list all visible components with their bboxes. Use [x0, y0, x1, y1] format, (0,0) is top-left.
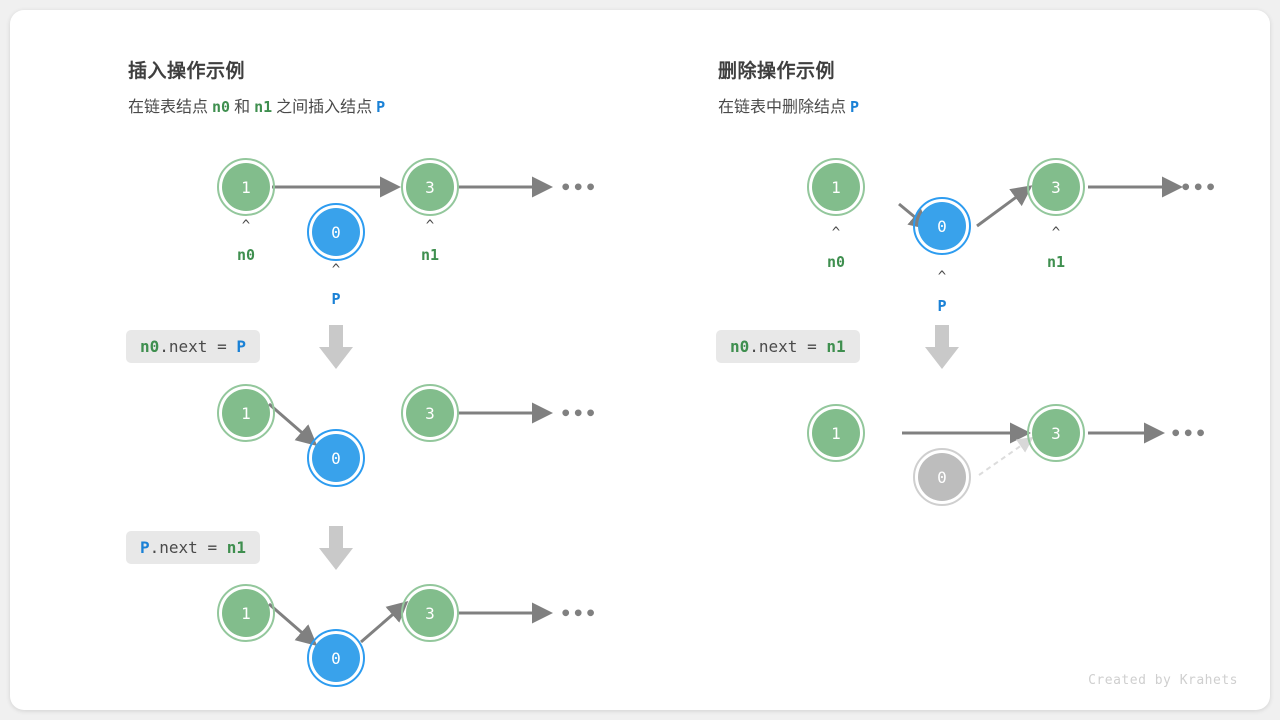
node-1-delete-step1: 1	[807, 158, 865, 216]
label-n0-delete-step1: n0	[826, 253, 846, 271]
code-badge-insert-2: P.next = n1	[126, 531, 260, 564]
code-token-a: n0	[730, 337, 750, 356]
node-value: 3	[425, 403, 435, 423]
code-token-c: n1	[226, 538, 246, 557]
node-deleted-delete-step2: 0	[913, 448, 971, 506]
node-1-insert-step2: 1	[217, 384, 275, 442]
code-token-c: P	[236, 337, 246, 356]
node-p-insert-step1: 0	[307, 203, 365, 261]
node-value: 3	[1051, 423, 1061, 443]
delete-panel-title: 删除操作示例	[718, 61, 836, 82]
insert-edges	[268, 176, 553, 646]
node-1-insert-step1: 1	[217, 158, 275, 216]
ellipsis-delete-step1: •••	[1180, 177, 1218, 199]
node-1-insert-step3: 1	[217, 584, 275, 642]
insert-subtitle-n1: n1	[254, 98, 273, 116]
label-n1-insert-step1: n1	[420, 246, 440, 264]
node-3-insert-step2: 3	[401, 384, 459, 442]
ellipsis-insert-step2: •••	[560, 403, 598, 425]
code-badge-insert-1: n0.next = P	[126, 330, 260, 363]
insert-panel-title: 插入操作示例	[128, 61, 246, 82]
insert-subtitle-mid: 和	[234, 99, 251, 116]
node-p-insert-step3: 0	[307, 629, 365, 687]
node-value: 0	[937, 467, 947, 487]
node-p-insert-step2: 0	[307, 429, 365, 487]
label-n1-delete-step1: n1	[1046, 253, 1066, 271]
code-token-b: .next =	[159, 337, 237, 356]
node-value: 1	[831, 423, 841, 443]
insert-subtitle-p: P	[376, 98, 386, 116]
node-value: 0	[937, 216, 947, 236]
caret-p-delete-step1: ^	[937, 269, 947, 285]
caret-n0-delete-step1: ^	[831, 225, 841, 241]
insert-subtitle-n0: n0	[212, 98, 231, 116]
ellipsis-insert-step1: •••	[560, 177, 598, 199]
delete-subtitle-p: P	[850, 98, 860, 116]
insert-subtitle-suffix: 之间插入结点	[276, 99, 373, 116]
node-value: 3	[425, 603, 435, 623]
node-value: 3	[425, 177, 435, 197]
credit-text: Created by Krahets	[1088, 673, 1238, 688]
code-token-a: P	[140, 538, 150, 557]
code-token-a: n0	[140, 337, 160, 356]
node-1-delete-step2: 1	[807, 404, 865, 462]
insert-subtitle-prefix: 在链表结点	[128, 99, 209, 116]
caret-n1-delete-step1: ^	[1051, 225, 1061, 241]
node-value: 1	[831, 177, 841, 197]
node-value: 1	[241, 403, 251, 423]
down-arrow-icon-insert-2	[316, 524, 356, 577]
down-arrow-icon-delete-1	[922, 323, 962, 376]
delete-subtitle-prefix: 在链表中删除结点	[718, 99, 847, 116]
ellipsis-insert-step3: •••	[560, 603, 598, 625]
caret-n0-insert-step1: ^	[241, 218, 251, 234]
node-3-insert-step3: 3	[401, 584, 459, 642]
code-token-c: n1	[826, 337, 846, 356]
node-value: 3	[1051, 177, 1061, 197]
node-value: 0	[331, 448, 341, 468]
node-3-delete-step2: 3	[1027, 404, 1085, 462]
node-3-delete-step1: 3	[1027, 158, 1085, 216]
label-p-insert-step1: P	[331, 290, 341, 308]
code-token-b: .next =	[749, 337, 827, 356]
ellipsis-delete-step2: •••	[1170, 423, 1208, 445]
node-p-delete-step1: 0	[913, 197, 971, 255]
node-value: 0	[331, 222, 341, 242]
label-n0-insert-step1: n0	[236, 246, 256, 264]
code-token-b: .next =	[149, 538, 227, 557]
node-value: 1	[241, 177, 251, 197]
caret-p-insert-step1: ^	[331, 262, 341, 278]
code-badge-delete-1: n0.next = n1	[716, 330, 860, 363]
down-arrow-icon-insert-1	[316, 323, 356, 376]
label-p-delete-step1: P	[937, 297, 947, 315]
caret-n1-insert-step1: ^	[425, 218, 435, 234]
node-3-insert-step1: 3	[401, 158, 459, 216]
node-value: 1	[241, 603, 251, 623]
node-value: 0	[331, 648, 341, 668]
